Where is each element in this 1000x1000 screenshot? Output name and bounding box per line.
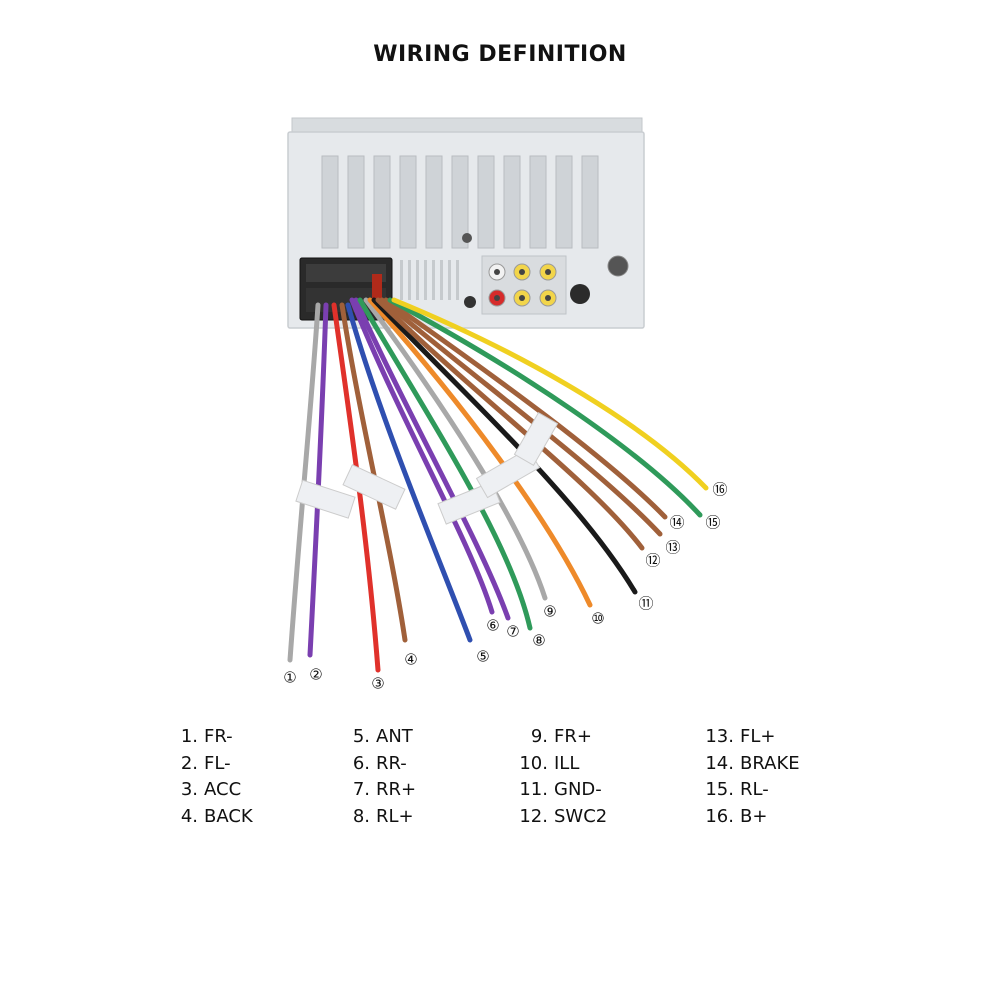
callout-5: ⑤ [476,648,489,666]
rca-jacks [481,255,567,315]
wire-14 [383,297,668,520]
legend-column-4: 13. FL+ 14. BRAKE 15. RL- 16. B+ [702,724,800,831]
head-unit [287,117,645,329]
vent-slots [400,260,459,300]
legend-item: 13. FL+ [702,724,800,751]
legend-item: 5. ANT [348,724,416,751]
legend-item-number: 14. [705,752,734,774]
callout-14: ⑭ [669,514,684,532]
heat-sink-fin [555,155,573,249]
callout-9: ⑨ [543,603,556,621]
legend-item: 14. BRAKE [702,751,800,778]
legend-item: 12. SWC2 [514,804,607,831]
legend-item-label: RR- [376,752,407,774]
callout-7: ⑦ [506,623,519,641]
legend-item-label: SWC2 [554,805,608,827]
heat-sink-fin [425,155,443,249]
legend-column-3: 9. FR+ 10. ILL 11. GND- 12. SWC2 [514,724,607,830]
legend-item-number: 5. [352,726,370,747]
heat-sink-fin [451,155,469,249]
wire-10 [367,297,593,608]
legend-item-label: ILL [554,752,580,774]
legend-item: 7. RR+ [348,777,416,804]
legend-item-number: 8. [352,805,370,827]
callout-1: ① [283,669,296,687]
legend-item-label: ACC [204,779,242,800]
heat-sink-fin [347,155,365,249]
legend-item-label: RL+ [376,805,414,827]
callout-10: ⑩ [591,610,604,628]
callout-15: ⑮ [705,514,720,532]
legend-item-number: 2. [180,752,198,774]
legend-item-number: 10. [519,752,548,774]
legend-item-number: 6. [352,752,370,774]
callout-2: ② [309,666,322,684]
wire-16 [391,297,709,491]
legend-item: 15. RL- [702,777,800,804]
heat-sink-fin [477,155,495,249]
legend-item-number: 4. [180,805,198,827]
legend-item-label: RL- [740,779,769,800]
legend-item-label: B+ [740,805,768,827]
wire-15 [387,297,703,518]
callout-6: ⑥ [486,617,499,635]
legend-item-label: BACK [204,805,253,827]
legend-item-number: 15. [705,779,734,800]
heat-sink-fin [321,155,339,249]
legend-item: 8. RL+ [348,804,416,831]
wire-2 [307,302,329,658]
legend-item-label: FR+ [554,726,592,747]
legend-item-number: 9. [530,726,548,747]
legend-item: 4. BACK [180,804,253,831]
legend-column-1: 1. FR- 2. FL- 3. ACC 4. BACK [180,724,253,830]
wire-7 [353,297,511,621]
wire-5 [345,302,473,643]
legend-item-label: GND- [554,779,602,800]
legend-item-label: FR- [204,726,233,747]
diagram-title: WIRING DEFINITION [373,42,627,67]
heat-sink-fin [373,155,391,249]
callout-3: ③ [371,675,384,693]
legend-item: 2. FL- [180,751,253,778]
wire-tags [295,412,559,525]
heat-sink-fin [529,155,547,249]
legend-column-2: 5. ANT 6. RR- 7. RR+ 8. RL+ [348,724,416,830]
wire-1 [287,302,321,663]
callout-13: ⑬ [665,539,680,557]
callout-12: ⑫ [645,552,660,570]
wire-11 [371,297,638,595]
legend-item-number: 12. [519,805,548,827]
legend-item-label: FL- [204,752,231,774]
callout-11: ⑪ [638,595,653,613]
heat-sink-fin [581,155,599,249]
legend-item: 1. FR- [180,724,253,751]
legend-item: 6. RR- [348,751,416,778]
legend-item: 11. GND- [514,777,607,804]
callout-16: ⑯ [712,481,727,499]
wire-8 [357,297,533,631]
wire-9 [363,297,548,601]
legend-item-label: RR+ [376,779,417,800]
wire-6 [349,297,495,615]
legend-item: 10. ILL [514,751,607,778]
callout-4: ④ [404,651,417,669]
legend-item-number: 1. [180,726,198,747]
legend-item: 3. ACC [180,777,253,804]
heat-sink-fin [399,155,417,249]
legend-item-number: 3. [180,779,198,800]
legend-item: 9. FR+ [514,724,607,751]
legend-item-number: 16. [705,805,734,827]
legend-item-number: 11. [519,779,548,800]
legend-item: 16. B+ [702,804,800,831]
legend-item-label: ANT [376,726,413,747]
legend-item-label: FL+ [740,726,776,747]
legend-item-number: 7. [352,779,370,800]
legend-item-number: 13. [705,726,734,747]
heat-sink-fins [321,155,599,249]
legend-item-label: BRAKE [740,752,800,774]
heat-sink-fin [503,155,521,249]
callout-8: ⑧ [532,632,545,650]
